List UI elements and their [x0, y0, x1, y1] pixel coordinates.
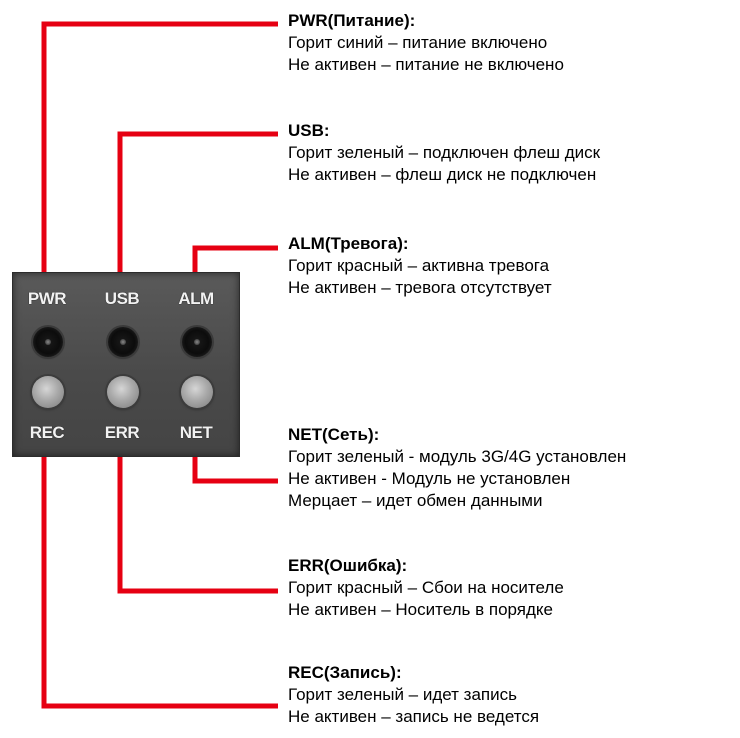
- panel-label-net: NET: [179, 423, 213, 442]
- description-err: ERR(Ошибка): Горит красный – Сбои на нос…: [288, 555, 564, 621]
- panel-label-rec: REC: [29, 423, 65, 442]
- alm-led: [182, 327, 212, 357]
- description-line: Горит синий – питание включено: [288, 33, 548, 52]
- connector-line-rec: [41, 448, 278, 709]
- usb-led: [108, 327, 138, 357]
- connector-line-net: [192, 448, 278, 484]
- description-title: ERR(Ошибка):: [288, 556, 408, 575]
- panel-label-usb: USB: [104, 289, 140, 308]
- description-title: REC(Запись):: [288, 663, 402, 682]
- rec-led: [32, 376, 64, 408]
- description-line: Не активен – флеш диск не подключен: [288, 165, 597, 184]
- description-line: Горит красный – активна тревога: [288, 256, 550, 275]
- description-usb: USB: Горит зеленый – подключен флеш диск…: [288, 120, 600, 186]
- description-line: Мерцает – идет обмен данными: [288, 491, 543, 510]
- net-led: [181, 376, 213, 408]
- description-line: Не активен – питание не включено: [288, 55, 564, 74]
- connector-line-usb: [117, 131, 278, 282]
- panel-label-alm: ALM: [178, 289, 214, 308]
- description-line: Не активен - Модуль не установлен: [288, 469, 571, 488]
- description-rec: REC(Запись): Горит зеленый – идет запись…: [288, 662, 539, 728]
- description-line: Горит зеленый – подключен флеш диск: [288, 143, 601, 162]
- panel-label-err: ERR: [104, 423, 140, 442]
- description-line: Не активен – Носитель в порядке: [288, 600, 554, 619]
- description-title: ALM(Тревога):: [288, 234, 409, 253]
- description-line: Не активен – запись не ведется: [288, 707, 540, 726]
- panel-label-pwr: PWR: [27, 289, 67, 308]
- description-line: Горит зеленый - модуль 3G/4G установлен: [288, 447, 627, 466]
- led-panel: PWR USB ALM REC ERR NET: [12, 272, 240, 457]
- description-net: NET(Сеть): Горит зеленый - модуль 3G/4G …: [288, 424, 626, 512]
- description-line: Не активен – тревога отсутствует: [288, 278, 552, 297]
- description-alm: ALM(Тревога): Горит красный – активна тр…: [288, 233, 552, 299]
- description-title: NET(Сеть):: [288, 425, 380, 444]
- description-line: Горит красный – Сбои на носителе: [288, 578, 564, 597]
- description-title: USB:: [288, 121, 330, 140]
- connector-line-pwr: [41, 21, 278, 282]
- pwr-led: [33, 327, 63, 357]
- connector-line-err: [117, 448, 278, 594]
- description-pwr: PWR(Питание): Горит синий – питание вклю…: [288, 10, 564, 76]
- description-title: PWR(Питание):: [288, 11, 416, 30]
- err-led: [107, 376, 139, 408]
- description-line: Горит зеленый – идет запись: [288, 685, 517, 704]
- connector-line-alm: [192, 245, 278, 282]
